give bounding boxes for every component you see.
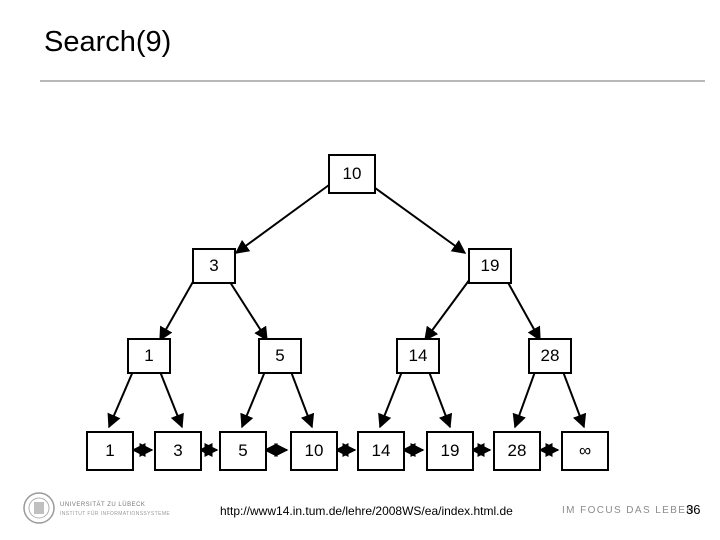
node-value: 5 [275,346,285,365]
edge-28-leafinf [561,368,587,429]
tree-leaf: 14 [357,431,405,471]
university-seal-icon [23,492,55,524]
node-value: 3 [209,256,219,275]
university-name: UNIVERSITÄT ZU LÜBECK [60,502,146,508]
edge-14-leaf14 [378,368,404,429]
node-value: 19 [480,256,500,275]
leaf-value: 14 [371,441,391,460]
slide-title: Search(9) [44,26,172,58]
tree-node-level2: 14 [396,338,440,374]
university-logo: UNIVERSITÄT ZU LÜBECK INSTITUT FÜR INFOR… [20,490,190,530]
footer-brand-text: IM FOCUS DAS LEBEN [562,505,695,516]
node-value: 14 [408,346,428,365]
leaf-value: ∞ [578,441,592,460]
leaf-value: 28 [507,441,527,460]
tree-node-level2: 1 [127,338,171,374]
edge-5-leaf10 [289,368,315,429]
edge-28-leaf28 [512,368,537,429]
edge-14-leaf19 [427,368,453,429]
leaf-value: 1 [105,441,115,460]
leaf-value: 10 [304,441,324,460]
node-value: 10 [342,164,362,183]
source-url-link[interactable]: http://www14.in.tum.de/lehre/2008WS/ea/i… [220,504,513,518]
tree-node-level2: 5 [258,338,302,374]
leaf-value: 19 [440,441,460,460]
tree-root-node: 10 [328,154,376,194]
node-value: 1 [144,346,154,365]
node-value: 28 [540,346,560,365]
leaf-value: 5 [238,441,248,460]
tree-leaf: 19 [426,431,474,471]
edge-1-leaf1 [107,368,135,429]
tree-node-level2: 28 [528,338,572,374]
page-number: 36 [686,502,701,517]
tree-leaf: 1 [86,431,134,471]
edge-5-leaf5 [240,368,267,429]
edge-root-right [370,184,467,254]
edge-root-left [234,184,330,254]
edge-3-1 [159,279,195,342]
university-institute: INSTITUT FÜR INFORMATIONSSYSTEME [60,511,171,517]
leaf-value: 3 [173,441,183,460]
tree-leaf: 3 [154,431,202,471]
edge-3-5 [227,278,268,342]
tree-leaf: 5 [219,431,267,471]
edge-19-28 [505,278,541,342]
tree-leaf: 28 [493,431,541,471]
title-divider [40,80,705,82]
tree-node-level1: 19 [468,248,512,284]
edge-19-14 [424,278,471,342]
tree-leaf: 10 [290,431,338,471]
tree-node-level1: 3 [192,248,236,284]
tree-leaf: ∞ [561,431,609,471]
edge-1-leaf3 [158,368,184,429]
